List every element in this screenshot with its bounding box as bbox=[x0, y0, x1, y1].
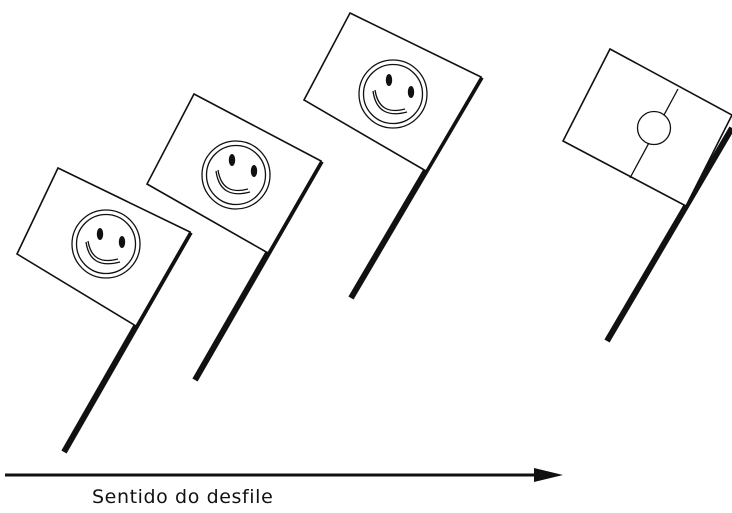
arrow-right-icon bbox=[5, 468, 563, 482]
smiley-face-icon bbox=[71, 209, 141, 279]
flag-1-smiley bbox=[15, 166, 193, 454]
smiley-face-icon bbox=[358, 59, 428, 129]
parade-direction-arrowhead bbox=[534, 468, 563, 482]
flag-4-pole bbox=[604, 126, 732, 343]
flag-4-field bbox=[561, 47, 732, 343]
flag-2-smiley bbox=[145, 92, 324, 382]
center-circle-icon bbox=[629, 88, 679, 179]
flag-3-smiley bbox=[302, 11, 484, 300]
flag-2-cloth bbox=[145, 92, 323, 255]
smiley-face-icon bbox=[201, 140, 271, 210]
parade-direction-caption: Sentido do desfile bbox=[92, 486, 274, 508]
flag-1-cloth bbox=[15, 166, 192, 328]
flag-3-cloth bbox=[302, 11, 483, 173]
